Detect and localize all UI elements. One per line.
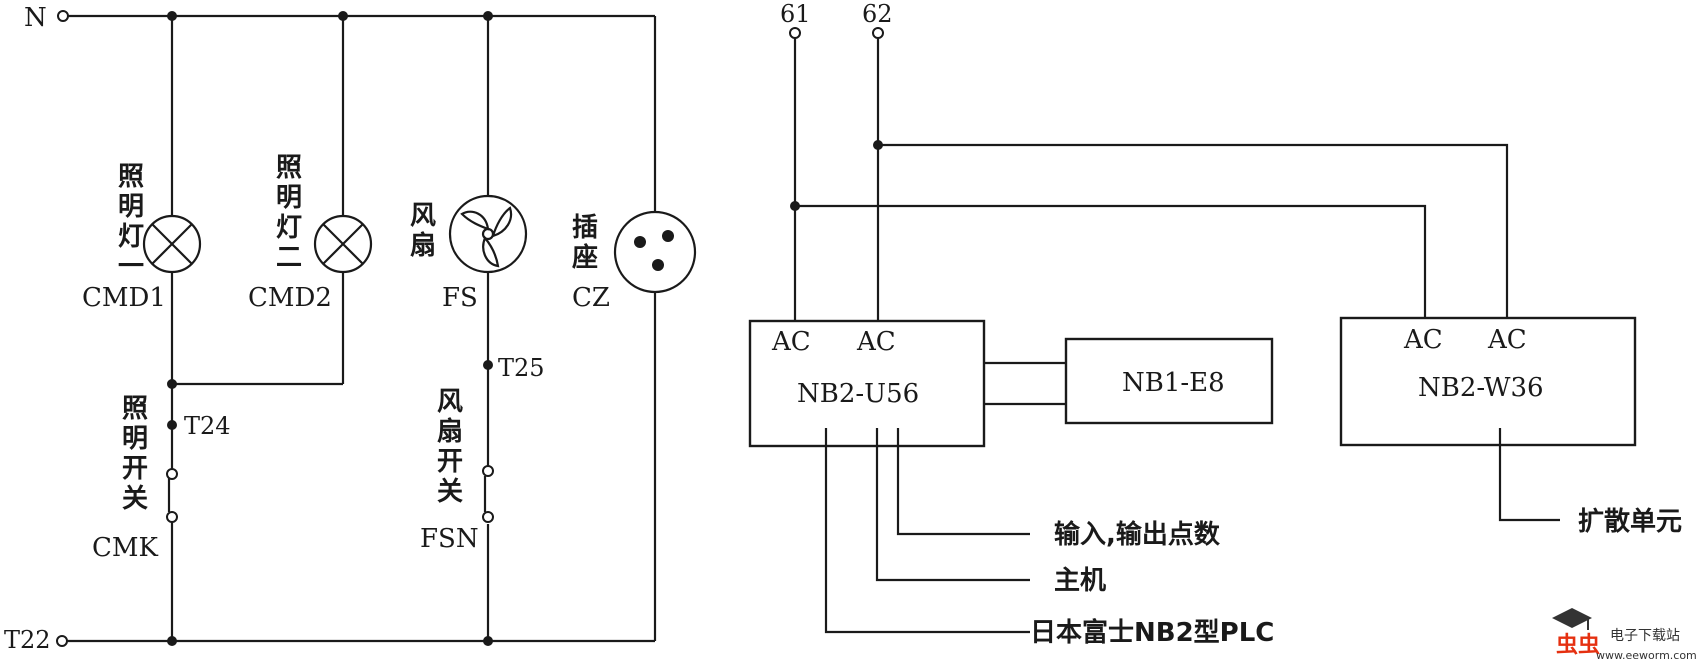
fan-switch-code: FSN	[420, 524, 479, 554]
n-terminal	[57, 10, 69, 22]
fan-switch-name-2: 扇	[437, 416, 463, 447]
diffusion-label: 扩散单元	[1578, 507, 1682, 537]
watermark-subtitle: 电子下载站	[1610, 628, 1680, 644]
lamp2-name-3: 灯	[276, 213, 302, 243]
terminal-62	[872, 27, 884, 39]
light-switch-name-2: 明	[122, 424, 148, 454]
light-switch-code: CMK	[92, 533, 159, 563]
t24-junction-dot	[167, 420, 177, 430]
socket-code: CZ	[572, 283, 610, 313]
fan-name-2: 扇	[410, 230, 436, 261]
lamp2-name-2: 明	[276, 183, 302, 213]
main-unit-box	[748, 319, 986, 448]
ac-feed-wire-1	[795, 204, 1427, 321]
host-leader	[875, 428, 1030, 582]
expansion-e8-model: NB1-E8	[1122, 368, 1225, 398]
main-unit-ac1: AC	[771, 327, 811, 357]
socket-symbol	[613, 210, 697, 294]
light-switch-symbol	[166, 468, 178, 523]
host-label: 主机	[1054, 566, 1106, 596]
lamp2-code: CMD2	[248, 283, 332, 313]
terminal-62-label: 62	[862, 0, 893, 28]
watermark-url: www.eeworm.com	[1596, 649, 1697, 662]
lamp2-name-1: 照	[276, 153, 302, 183]
diffusion-unit-ac1: AC	[1403, 325, 1443, 355]
t25-junction-dot	[483, 360, 493, 370]
watermark: 虫虫 电子下载站 www.eeworm.com	[1552, 608, 1697, 662]
lamp1-name-4: 一	[118, 252, 144, 282]
t25-label: T25	[498, 354, 545, 382]
socket-name-1: 插	[572, 213, 598, 243]
fan-switch-name-3: 开	[437, 447, 463, 477]
lamp1-name-3: 灯	[118, 222, 144, 252]
lamp2-symbol	[313, 214, 373, 274]
main-unit-ac2: AC	[856, 327, 896, 357]
io-points-label: 输入,输出点数	[1054, 519, 1221, 550]
light-switch-name-4: 关	[122, 484, 148, 514]
fan-switch-symbol	[480, 465, 496, 524]
light-switch-name-1: 照	[122, 394, 148, 424]
lamp1-name-1: 照	[118, 162, 144, 192]
t22-terminal	[56, 635, 68, 647]
t24-label: T24	[184, 412, 231, 440]
fan-switch-name-4: 关	[437, 477, 463, 507]
diffusion-leader	[1498, 428, 1560, 522]
lamp2-name-4: 二	[276, 243, 302, 273]
diffusion-unit-model: NB2-W36	[1418, 373, 1544, 403]
socket-name-2: 座	[572, 242, 598, 273]
diffusion-unit-box	[1339, 316, 1637, 447]
plc-wiring: 61 62 AC AC NB2-U56 NB1-E8 AC AC NB2-W36…	[748, 0, 1682, 648]
ac-feed-wire-2	[878, 143, 1509, 321]
diffusion-unit-ac2: AC	[1487, 325, 1527, 355]
main-unit-model: NB2-U56	[797, 379, 919, 409]
plc-type-leader	[824, 428, 1030, 634]
n-terminal-label: N	[24, 3, 47, 33]
light-switch-name-3: 开	[122, 454, 148, 484]
lamp1-name-2: 明	[118, 192, 144, 222]
io-points-leader	[896, 428, 1030, 536]
plc-type-label: 日本富士NB2型PLC	[1030, 617, 1274, 648]
fan-code: FS	[442, 283, 478, 313]
lamp1-code: CMD1	[82, 283, 166, 313]
watermark-brand: 虫虫	[1556, 632, 1600, 658]
fan-symbol	[448, 194, 528, 274]
fan-switch-name-1: 风	[437, 387, 463, 417]
t22-terminal-label: T22	[4, 626, 51, 654]
lighting-fan-circuit: N T22 照 明 灯 一 CMD1	[4, 3, 697, 654]
fan-name-1: 风	[410, 201, 436, 231]
lamp1-symbol	[142, 214, 202, 274]
terminal-61-label: 61	[780, 0, 811, 28]
expansion-e8-box	[1064, 337, 1274, 425]
graduation-cap-icon	[1552, 608, 1592, 628]
terminal-61	[789, 27, 801, 39]
